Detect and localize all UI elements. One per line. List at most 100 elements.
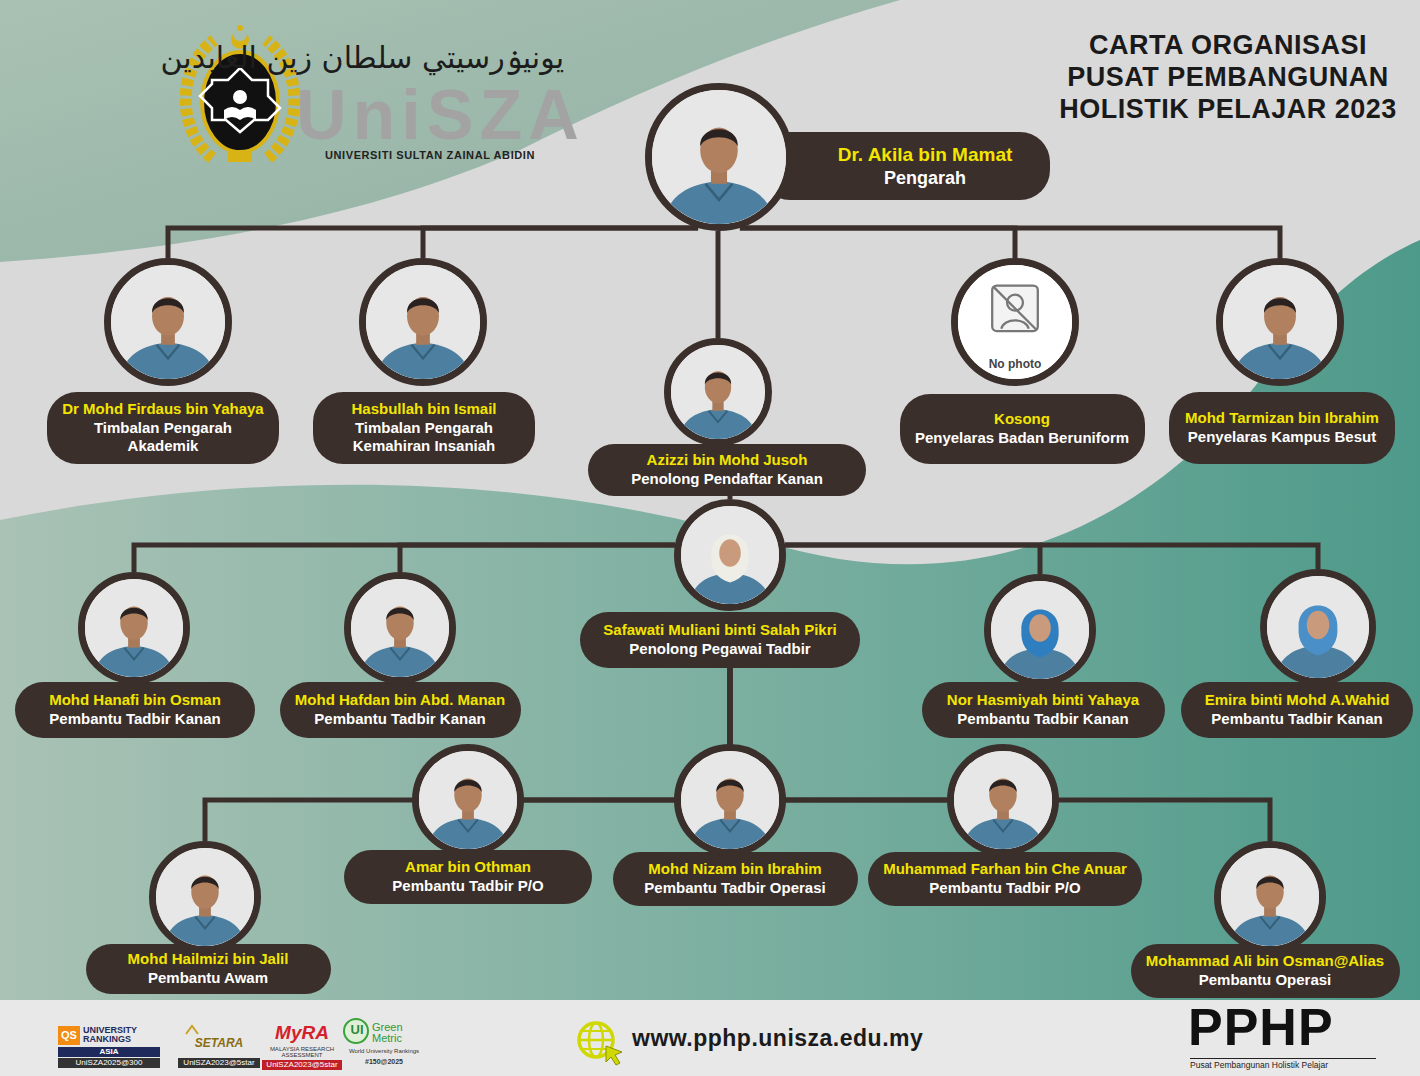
job-title: Pembantu Tadbir Kanan: [314, 710, 485, 729]
job-title: Pembantu Tadbir P/O: [392, 877, 543, 896]
badge-text: UniSZA2023@5star: [262, 1060, 342, 1070]
job-title: Pembantu Tadbir Kanan: [957, 710, 1128, 729]
person-name: Nor Hasmiyah binti Yahaya: [947, 691, 1139, 710]
photo-circle: [344, 572, 456, 684]
job-title: Timbalan Pengarah Kemahiran Insaniah: [329, 419, 519, 457]
website-url: www.pphp.unisza.edu.my: [632, 1025, 923, 1053]
chart-title: CARTA ORGANISASI PUSAT PEMBANGUNAN HOLIS…: [1040, 30, 1416, 126]
photo-circle: [947, 744, 1059, 856]
name-box: Nor Hasmiyah binti YahayaPembantu Tadbir…: [922, 682, 1165, 738]
badge-text: SETARA: [180, 1036, 258, 1050]
photo-circle: [149, 841, 261, 953]
badge-text: MyRA: [264, 1022, 340, 1045]
logo-subtitle: UNIVERSITI SULTAN ZAINAL ABIDIN: [296, 149, 564, 162]
badge-text: UniSZA2025@300: [58, 1058, 160, 1068]
connector-line: [785, 545, 1318, 569]
job-title: Penolong Pegawai Tadbir: [629, 640, 810, 659]
job-title: Pembantu Tadbir Kanan: [49, 710, 220, 729]
staff-node: Hasbullah bin IsmailTimbalan Pengarah Ke…: [313, 258, 535, 464]
photo-circle: [78, 572, 190, 684]
badge-text: World University Rankings: [338, 1048, 430, 1055]
name-box: Hasbullah bin IsmailTimbalan Pengarah Ke…: [313, 392, 535, 464]
person-name: Dr. Akila bin Mamat: [838, 143, 1013, 167]
globe-icon: [579, 1023, 622, 1065]
job-title: Pengarah: [884, 167, 966, 190]
person-name: Azizzi bin Mohd Jusoh: [647, 451, 808, 470]
photo-circle: [359, 258, 487, 386]
connector-line: [423, 228, 698, 258]
staff-node: Safawati Muliani binti Salah PikriPenolo…: [580, 499, 860, 668]
green-shape: [0, 0, 900, 262]
photo-circle: [674, 499, 786, 611]
job-title: Penyelaras Badan Beruniform: [915, 429, 1129, 448]
person-name: Emira binti Mohd A.Wahid: [1205, 691, 1390, 710]
connector-line: [400, 545, 675, 572]
staff-node: Muhammad Farhan bin Che AnuarPembantu Ta…: [868, 744, 1142, 906]
badge-text: UI: [346, 1022, 368, 1038]
badge-text: UNIVERSITY RANKINGS: [83, 1026, 161, 1045]
name-box: Dr Mohd Firdaus bin YahayaTimbalan Penga…: [47, 392, 279, 464]
badge-text: MALAYSIA RESEARCH ASSESSMENT: [262, 1046, 342, 1058]
person-name: Amar bin Othman: [405, 858, 531, 877]
staff-node: Dr Mohd Firdaus bin YahayaTimbalan Penga…: [47, 258, 279, 464]
person-name: Mohd Tarmizan bin Ibrahim: [1185, 409, 1379, 428]
staff-node: Mohammad Ali bin Osman@AliasPembantu Ope…: [1131, 841, 1400, 998]
photo-circle: [664, 338, 772, 446]
name-box: Mohd Hafdan bin Abd. MananPembantu Tadbi…: [280, 682, 521, 738]
job-title: Timbalan Pengarah Akademik: [76, 419, 251, 457]
person-name: Muhammad Farhan bin Che Anuar: [883, 860, 1127, 879]
staff-node: Mohd Nizam bin IbrahimPembantu Tadbir Op…: [613, 744, 858, 906]
staff-node: Mohd Hanafi bin OsmanPembantu Tadbir Kan…: [15, 572, 255, 738]
job-title: Pembantu Tadbir Kanan: [1211, 710, 1382, 729]
person-name: Mohammad Ali bin Osman@Alias: [1146, 952, 1384, 971]
name-box: Emira binti Mohd A.WahidPembantu Tadbir …: [1181, 682, 1413, 738]
photo-circle: [674, 744, 786, 856]
staff-node: Mohd Tarmizan bin IbrahimPenyelaras Kamp…: [1169, 258, 1395, 464]
job-title: Pembantu Operasi: [1199, 971, 1332, 990]
job-title: Pembantu Tadbir Operasi: [644, 879, 825, 898]
photo-circle: [645, 83, 793, 231]
staff-node: Mohd Hailmizi bin JalilPembantu Awam: [86, 841, 331, 994]
name-box: KosongPenyelaras Badan Beruniform: [900, 394, 1145, 464]
name-box: Amar bin OthmanPembantu Tadbir P/O: [344, 850, 592, 904]
logo-wordmark: UniSZA: [296, 80, 564, 150]
staff-node: Dr. Akila bin MamatPengarah: [645, 83, 1050, 231]
name-box: Mohd Tarmizan bin IbrahimPenyelaras Kamp…: [1169, 392, 1395, 464]
centre-name: Pusat Pembangunan Holistik Pelajar: [1190, 1058, 1376, 1070]
connector-line: [785, 545, 1040, 574]
person-name: Safawati Muliani binti Salah Pikri: [603, 621, 836, 640]
photo-circle: [984, 574, 1096, 686]
person-name: Dr Mohd Firdaus bin Yahaya: [62, 400, 263, 419]
photo-circle: [104, 258, 232, 386]
staff-node: Mohd Hafdan bin Abd. MananPembantu Tadbi…: [280, 572, 521, 738]
person-name: Kosong: [994, 410, 1050, 429]
badge-text: UniSZA2023@5star: [178, 1058, 260, 1068]
connector-line: [134, 545, 675, 572]
footer-bar: [0, 1000, 1420, 1076]
photo-circle: [1216, 258, 1344, 386]
connector-line: [168, 228, 698, 258]
connector-line: [716, 231, 721, 338]
job-title: Pembantu Tadbir P/O: [929, 879, 1080, 898]
badge-text: Green Metric: [372, 1022, 426, 1044]
name-box: Muhammad Farhan bin Che AnuarPembantu Ta…: [868, 852, 1142, 906]
placeholder-text: No photo: [965, 357, 1065, 371]
job-title: Penyelaras Kampus Besut: [1188, 428, 1376, 447]
name-box: Mohd Nizam bin IbrahimPembantu Tadbir Op…: [613, 852, 858, 906]
staff-node: Nor Hasmiyah binti YahayaPembantu Tadbir…: [922, 574, 1165, 738]
person-name: Mohd Nizam bin Ibrahim: [648, 860, 821, 879]
staff-node: Emira binti Mohd A.WahidPembantu Tadbir …: [1181, 569, 1413, 738]
name-box: Azizzi bin Mohd JusohPenolong Pendaftar …: [588, 444, 866, 496]
person-name: Mohd Hafdan bin Abd. Manan: [295, 691, 505, 710]
person-name: Hasbullah bin Ismail: [351, 400, 496, 419]
badge-text: ASIA: [58, 1047, 160, 1057]
badge-text: #150@2025: [338, 1058, 430, 1066]
person-name: Mohd Hailmizi bin Jalil: [128, 950, 289, 969]
badge-text: QS: [58, 1026, 80, 1045]
staff-node: Amar bin OthmanPembantu Tadbir P/O: [344, 744, 592, 904]
logo-jawi-text: يونيۏرسيتي سلطان زين العابدين: [298, 40, 564, 76]
job-title: Pembantu Awam: [148, 969, 268, 988]
name-box: Dr. Akila bin MamatPengarah: [760, 132, 1050, 200]
